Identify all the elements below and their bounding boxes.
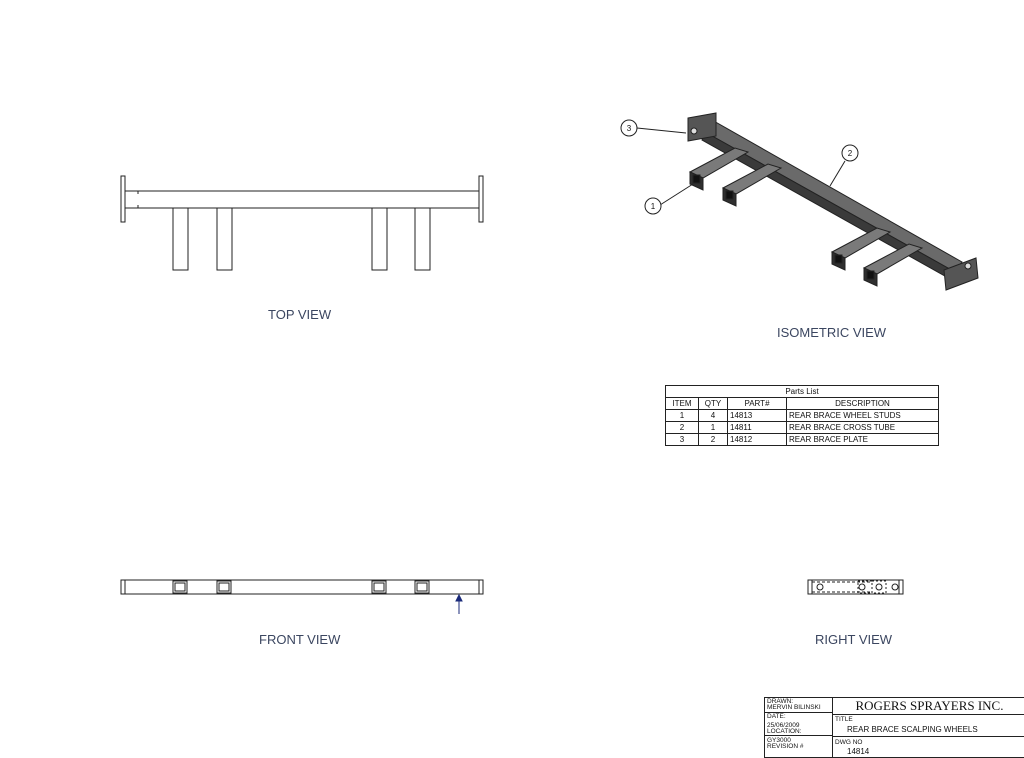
- col-header-description: DESCRIPTION: [786, 397, 939, 410]
- drawn-by: MERVIN BILINSKI: [767, 704, 821, 711]
- cell-qty: 2: [698, 433, 728, 446]
- cell-description: REAR BRACE PLATE: [786, 433, 939, 446]
- date-label: DATE:: [767, 713, 786, 720]
- table-row: 1 4 14813 REAR BRACE WHEEL STUDS: [665, 409, 939, 422]
- title-block: DRAWN: MERVIN BILINSKI DATE: 25/06/2009 …: [764, 697, 1024, 758]
- drawn-label: DRAWN:: [767, 698, 794, 705]
- table-row: 3 2 14812 REAR BRACE PLATE: [665, 433, 939, 446]
- col-header-part: PART#: [727, 397, 787, 410]
- company-name: ROGERS SPRAYERS INC.: [833, 698, 1024, 715]
- revision-label: REVISION #: [767, 743, 804, 750]
- cell-item: 2: [665, 421, 699, 434]
- cell-part: 14813: [727, 409, 787, 422]
- cell-part: 14811: [727, 421, 787, 434]
- col-header-qty: QTY: [698, 397, 728, 410]
- location-label: LOCATION:: [767, 728, 802, 735]
- balloon-3-label: 3: [627, 124, 632, 133]
- drawing-title: REAR BRACE SCALPING WHEELS: [847, 725, 978, 734]
- cell-description: REAR BRACE WHEEL STUDS: [786, 409, 939, 422]
- cell-item: 1: [665, 409, 699, 422]
- cell-qty: 4: [698, 409, 728, 422]
- date-value: 25/06/2009: [767, 722, 800, 729]
- cell-part: 14812: [727, 433, 787, 446]
- isometric-view-label: ISOMETRIC VIEW: [777, 325, 887, 340]
- balloon-1-label: 1: [651, 202, 656, 211]
- title-label: TITLE: [835, 716, 853, 723]
- col-header-item: ITEM: [665, 397, 699, 410]
- top-view-label: TOP VIEW: [268, 307, 332, 322]
- cell-description: REAR BRACE CROSS TUBE: [786, 421, 939, 434]
- parts-list-table: Parts List ITEM QTY PART# DESCRIPTION 1 …: [665, 385, 939, 446]
- title-block-main: ROGERS SPRAYERS INC. TITLE REAR BRACE SC…: [832, 697, 1024, 758]
- isometric-view-drawing: [620, 112, 979, 291]
- location-value: GY3000: [767, 737, 791, 744]
- front-view-drawing: [120, 579, 484, 614]
- dwg-no-value: 14814: [847, 747, 870, 756]
- dwg-no-label: DWG NO: [835, 739, 863, 746]
- cell-qty: 1: [698, 421, 728, 434]
- front-view-label: FRONT VIEW: [259, 632, 341, 647]
- balloon-2-label: 2: [848, 149, 853, 158]
- title-block-info: DRAWN: MERVIN BILINSKI DATE: 25/06/2009 …: [764, 697, 833, 758]
- parts-list-caption: Parts List: [665, 385, 939, 398]
- top-view-drawing: [120, 175, 484, 271]
- cell-item: 3: [665, 433, 699, 446]
- right-view-label: RIGHT VIEW: [815, 632, 893, 647]
- table-row: 2 1 14811 REAR BRACE CROSS TUBE: [665, 421, 939, 434]
- right-view-drawing: [807, 579, 904, 595]
